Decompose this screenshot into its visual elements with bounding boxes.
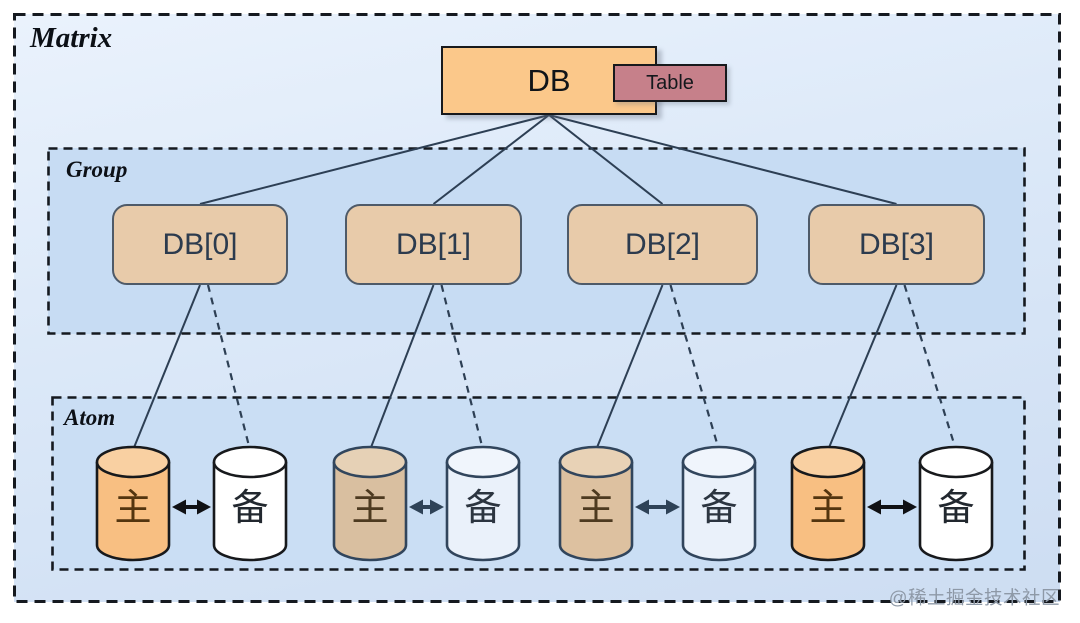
matrix-title: Matrix [30,22,113,54]
matrix-border [13,13,1061,603]
secondary-db-cylinder [681,445,757,562]
primary-cylinder-label: 主 [809,488,847,529]
group-node: DB[2] [567,204,758,285]
watermark: @稀土掘金技术社区 [888,587,1060,608]
table-label: Table [646,71,694,94]
fan-line [199,114,550,205]
table-node: Table [613,64,727,102]
replication-arrow [635,499,680,515]
secondary-link-line [440,284,485,451]
fan-line [548,114,664,205]
secondary-cylinder-label: 备 [700,488,738,529]
primary-link-line [595,284,664,451]
group-node: DB[3] [808,204,985,285]
db-root-label: DB [527,62,571,98]
primary-link-line [132,284,201,451]
group-node: DB[1] [345,204,522,285]
primary-link-line [827,284,898,451]
group-node: DB[0] [112,204,288,285]
replication-arrow [867,499,917,515]
primary-link-line [369,284,435,451]
primary-cylinder-label: 主 [114,488,152,529]
atom-title: Atom [64,405,116,430]
secondary-cylinder-label: 备 [937,488,975,529]
secondary-link-line [903,284,958,451]
fan-line [548,114,897,205]
replication-arrow [172,499,211,515]
secondary-db-cylinder [212,445,288,562]
group-title: Group [66,157,128,182]
secondary-cylinder-label: 备 [464,488,502,529]
secondary-db-cylinder [918,445,994,562]
secondary-link-line [669,284,721,451]
atom-border [51,396,1026,571]
primary-cylinder-label: 主 [351,488,389,529]
secondary-link-line [206,284,252,451]
fan-line [432,114,550,205]
primary-db-cylinder [790,445,866,562]
primary-db-cylinder [95,445,171,562]
secondary-cylinder-label: 备 [231,488,269,529]
primary-cylinder-label: 主 [577,488,615,529]
primary-db-cylinder [558,445,634,562]
primary-db-cylinder [332,445,408,562]
replication-arrow [409,499,444,515]
group-border [47,147,1026,335]
secondary-db-cylinder [445,445,521,562]
